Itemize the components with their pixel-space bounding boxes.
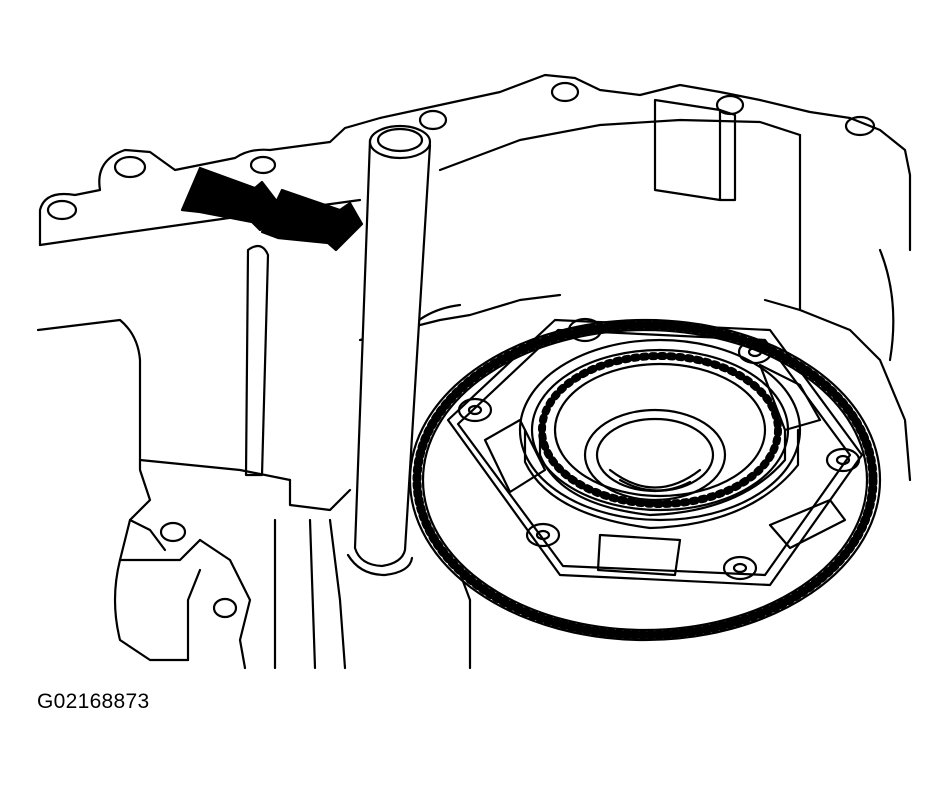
center-bore [583, 408, 727, 502]
flange-bolt-holes [46, 81, 876, 619]
figure-code: G02168873 [37, 690, 150, 713]
retainer-plate [446, 318, 864, 587]
arrow-icon [260, 188, 364, 252]
housing-inner-wall [653, 98, 912, 482]
indicator-arrows [180, 166, 364, 252]
case-lower-structure [36, 244, 562, 670]
case-flange [38, 73, 912, 252]
ring-gear [408, 318, 882, 642]
guide-rod [346, 124, 432, 577]
clutch-hub [518, 338, 802, 530]
